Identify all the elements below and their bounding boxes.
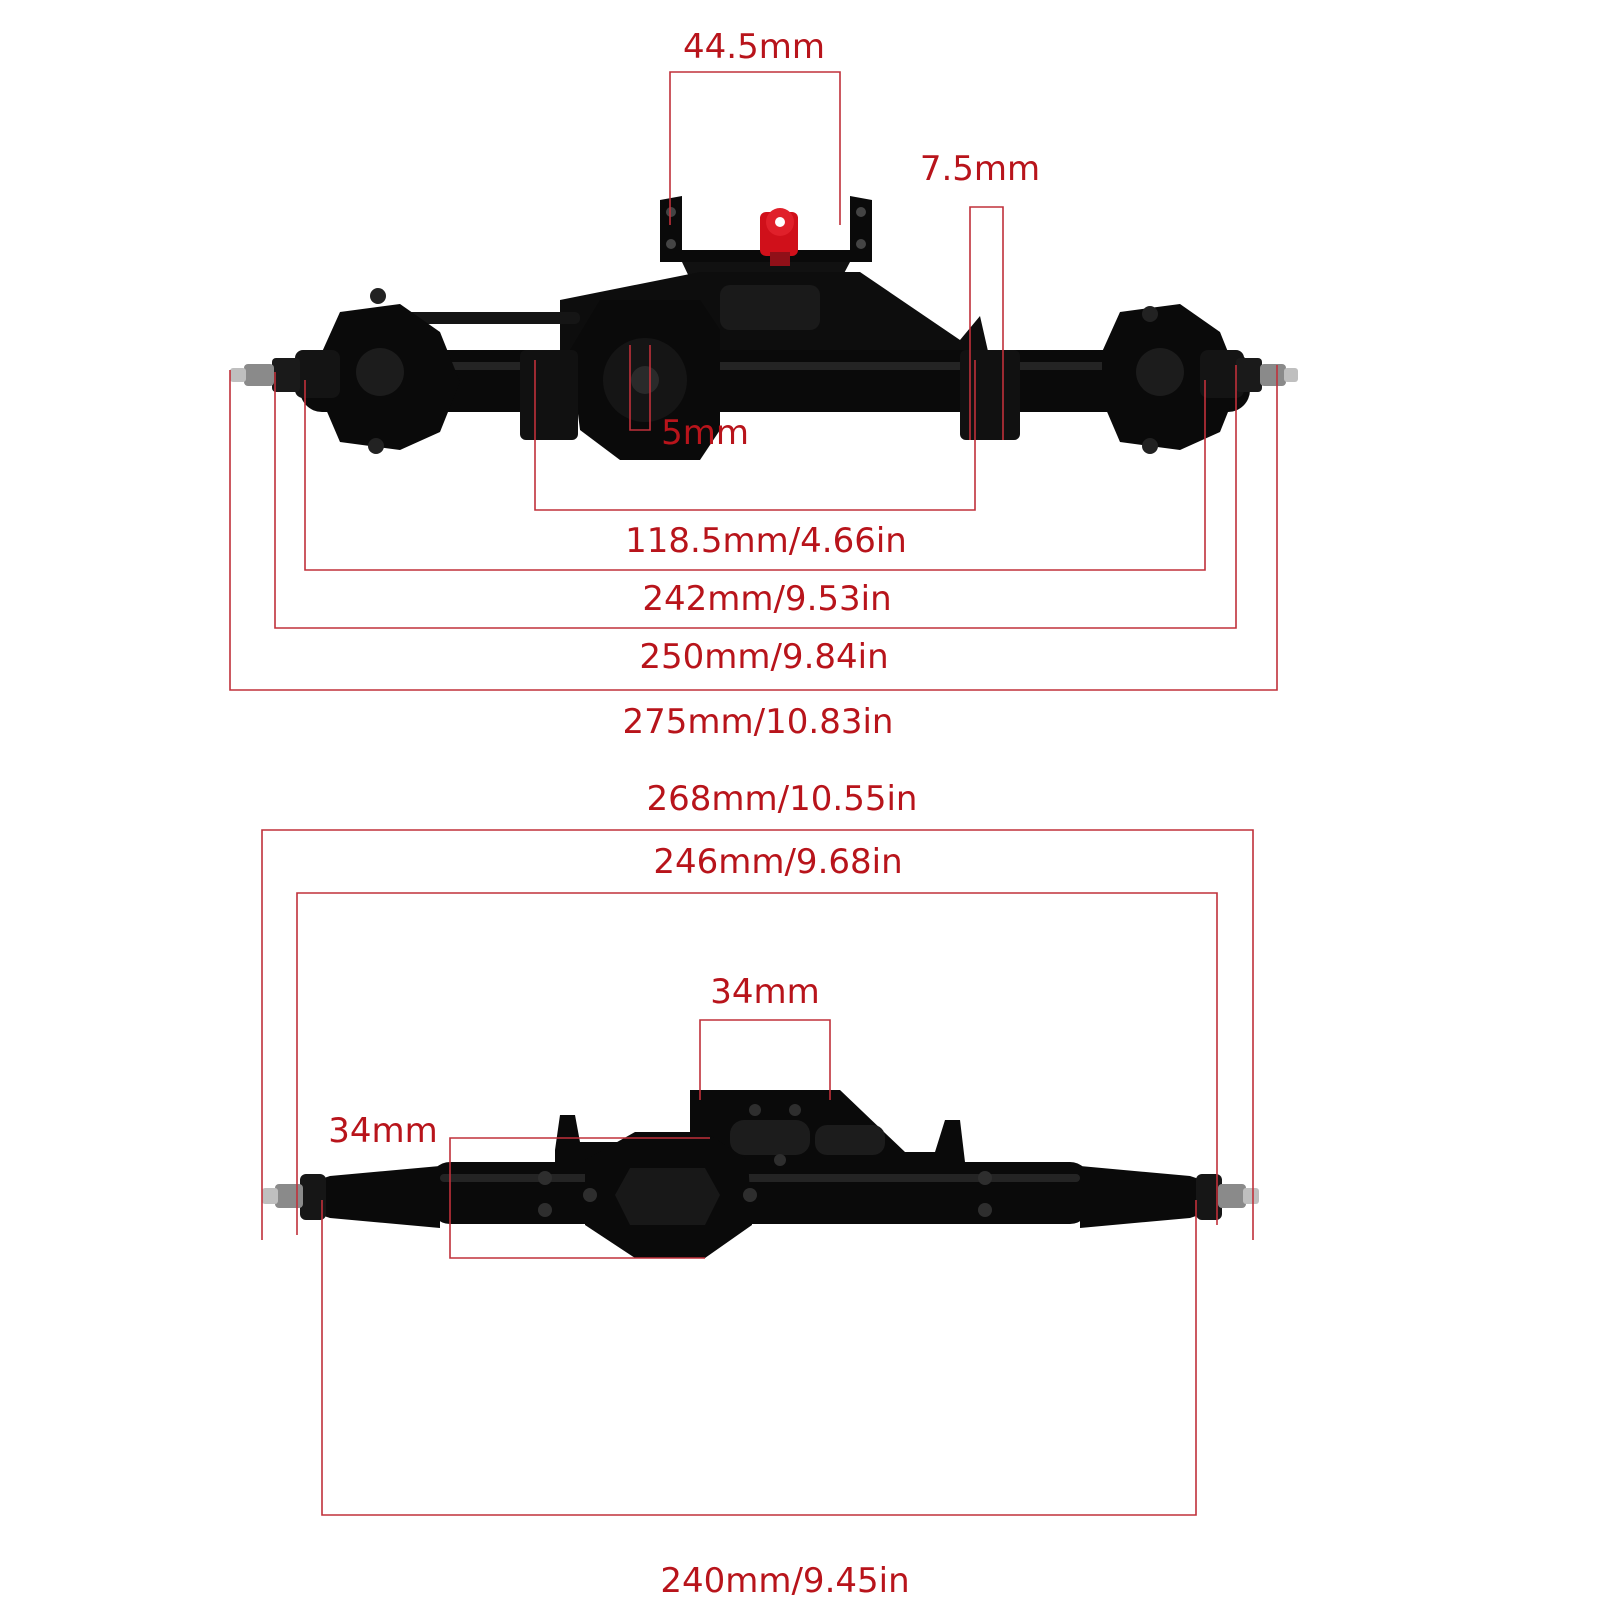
rear-truss-slot-left	[730, 1120, 810, 1155]
rear-diff-cover-face	[615, 1168, 720, 1225]
dim-line-hex-width	[274, 365, 1237, 629]
rear-dimension-lines	[261, 829, 1254, 1516]
label-mount-width: 44.5mm	[683, 27, 825, 67]
dim-line-top-mount-width	[699, 1019, 831, 1100]
label-pinion-offset: 5mm	[661, 413, 749, 453]
steering-link	[400, 312, 580, 324]
dim-line-knuckle-width	[304, 380, 1206, 571]
front-right-knuckle	[1102, 304, 1244, 454]
dim-line-pinion-offset	[629, 345, 651, 431]
rear-right-bearing	[1196, 1174, 1222, 1220]
front-left-hex	[230, 358, 300, 392]
rear-axle: 268mm/10.55in 246mm/9.68in 34mm 34mm 240…	[261, 779, 1259, 1600]
front-truss-slot	[720, 285, 820, 330]
dim-line-mount-width	[669, 71, 841, 225]
label-knuckle-width: 242mm/9.53in	[642, 579, 891, 619]
label-front-overall: 275mm/10.83in	[623, 702, 894, 742]
servo-saver	[760, 208, 798, 266]
dim-line-housing-width	[534, 360, 976, 511]
label-tube-width: 240mm/9.45in	[660, 1561, 909, 1600]
rear-screws	[538, 1104, 992, 1217]
front-tube-highlight	[320, 362, 1230, 370]
front-dimension-lines	[229, 71, 1278, 691]
front-axle: 44.5mm 7.5mm 5mm 118.5mm/4.66in 242mm/9.…	[229, 27, 1298, 742]
front-left-knuckle	[295, 288, 460, 454]
rear-right-tube-end	[1080, 1166, 1202, 1228]
label-rear-hex-width: 246mm/9.68in	[653, 842, 902, 882]
front-right-hex	[1236, 358, 1298, 392]
rear-axle-tube	[430, 1162, 1090, 1224]
rear-left-bearing	[300, 1174, 326, 1220]
rear-left-nut	[262, 1188, 278, 1204]
front-link-plate-right	[960, 350, 1020, 440]
rear-right-nut	[1243, 1188, 1259, 1204]
dim-line-pumpkin-width	[449, 1137, 710, 1259]
label-pumpkin-width: 34mm	[328, 1111, 438, 1151]
front-pinion	[631, 366, 659, 394]
label-housing-width: 118.5mm/4.66in	[625, 521, 907, 561]
dim-line-rear-hex-width	[296, 892, 1218, 1235]
dim-line-rear-overall	[261, 829, 1254, 1240]
label-hex-width: 250mm/9.84in	[639, 637, 888, 677]
rear-truss-slot-right	[815, 1125, 885, 1155]
rear-left-hex	[275, 1184, 303, 1208]
label-top-mount-width: 34mm	[710, 972, 820, 1012]
front-link-plate-left	[520, 350, 578, 440]
label-rear-overall: 268mm/10.55in	[647, 779, 918, 819]
rear-left-tube-end	[318, 1166, 440, 1228]
dim-line-tube-width	[321, 1200, 1197, 1516]
label-link-offset: 7.5mm	[920, 149, 1040, 189]
dim-line-link-offset	[969, 206, 1004, 440]
rear-right-hex	[1218, 1184, 1246, 1208]
dim-line-front-overall	[229, 365, 1278, 691]
